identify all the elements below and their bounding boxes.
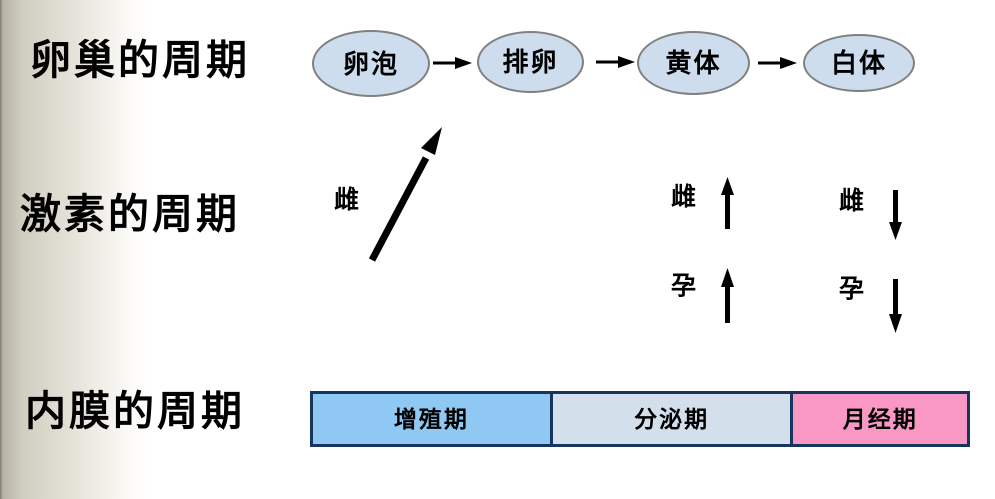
phase-menstrual: 月经期	[790, 394, 967, 444]
endometrium-cycle-title: 内膜的周期	[25, 388, 245, 434]
stage-follicle-ellipse: 卵泡	[312, 30, 430, 97]
stage-corpus-luteum-label: 黄体	[665, 48, 722, 78]
stage-follicle-label: 卵泡	[342, 48, 399, 79]
hormone-cycle-title: 激素的周期	[20, 191, 240, 237]
stage-corpus-albicans-ellipse: 白体	[803, 34, 915, 92]
estrogen-rise-arrow-icon	[368, 127, 442, 262]
arrow-right-icon	[758, 57, 797, 69]
endometrium-phase-bar: 增殖期 分泌期 月经期	[310, 391, 970, 447]
progesterone-down-label: 孕	[839, 276, 865, 303]
arrow-up-icon	[721, 268, 734, 323]
ovarian-cycle-title: 卵巢的周期	[30, 37, 250, 83]
phase-proliferative: 增殖期	[313, 394, 550, 444]
stage-corpus-albicans-label: 白体	[830, 48, 887, 78]
stage-ovulation-ellipse: 排卵	[477, 31, 584, 93]
estrogen-up-label: 雌	[671, 184, 697, 211]
left-gradient-band	[0, 0, 150, 499]
progesterone-up-label: 孕	[671, 273, 697, 300]
estrogen-rise-label: 雌	[334, 187, 360, 214]
arrow-down-icon	[889, 190, 902, 240]
phase-menstrual-label: 月经期	[842, 405, 918, 432]
stage-corpus-luteum-ellipse: 黄体	[637, 31, 750, 95]
stage-ovulation-label: 排卵	[502, 47, 559, 77]
arrow-right-icon	[433, 57, 472, 69]
phase-secretory: 分泌期	[549, 394, 791, 444]
phase-secretory-label: 分泌期	[634, 405, 710, 432]
arrow-right-icon	[596, 56, 635, 68]
estrogen-down-label: 雌	[839, 188, 865, 215]
arrow-down-icon	[889, 279, 902, 333]
arrow-up-icon	[721, 177, 734, 229]
phase-proliferative-label: 增殖期	[393, 405, 469, 432]
